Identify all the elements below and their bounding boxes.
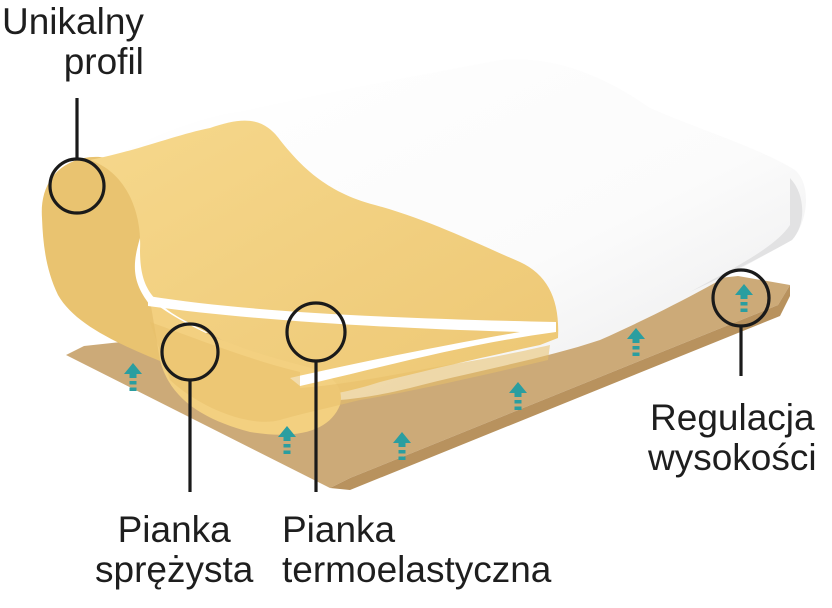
- label-spring-foam-line1: Pianka: [117, 509, 231, 550]
- label-spring-foam: Pianka sprężysta: [95, 510, 253, 590]
- callouts: [48, 98, 771, 492]
- label-thermo-foam: Pianka termoelastyczna: [282, 510, 551, 590]
- label-unique-profile: Unikalny profil: [2, 2, 144, 82]
- label-unique-profile-line2: profil: [63, 41, 144, 82]
- label-height-adjust-line1: Regulacja: [650, 397, 815, 438]
- label-spring-foam-line2: sprężysta: [95, 549, 254, 590]
- label-unique-profile-line1: Unikalny: [2, 1, 144, 42]
- label-thermo-foam-line1: Pianka: [282, 509, 396, 550]
- label-height-adjust-line2: wysokości: [648, 437, 817, 478]
- label-height-adjust: Regulacja wysokości: [648, 398, 817, 478]
- label-thermo-foam-line2: termoelastyczna: [282, 549, 552, 590]
- foam-layers: [41, 120, 559, 435]
